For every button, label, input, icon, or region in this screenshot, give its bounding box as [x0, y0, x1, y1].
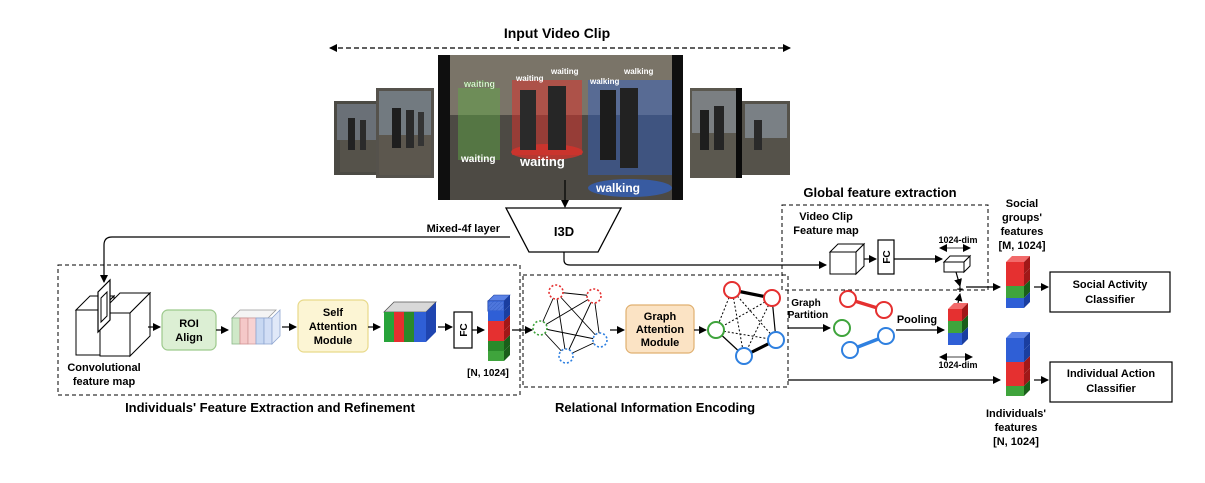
global-dim-label: 1024-dim [938, 235, 977, 245]
graph-attention-block [625, 304, 695, 354]
pooling-label: Pooling [897, 314, 937, 326]
individual-feature-label: features [995, 422, 1038, 434]
individuals-feature-stack [1006, 332, 1030, 396]
frame-label: walking [595, 181, 640, 195]
gam-label: Graph [644, 311, 677, 323]
relational-section-title: Relational Information Encoding [555, 400, 755, 415]
frame-label: walking [623, 67, 653, 76]
individual-classifier-label: Individual Action [1067, 368, 1155, 380]
frame-label: walking [589, 77, 619, 86]
video-frame-left-2 [376, 88, 434, 178]
attention-graph [707, 281, 785, 365]
input-graph [532, 284, 608, 364]
video-frame-right-2 [742, 101, 790, 175]
frame-label: waiting [550, 67, 579, 76]
social-feature-label: groups' [1002, 212, 1042, 224]
video-clip-feature-map-icon [828, 242, 866, 276]
individual-classifier-label: Classifier [1086, 383, 1136, 395]
social-classifier-label: Classifier [1085, 294, 1135, 306]
individual-dim-label: [N, 1024] [467, 368, 509, 379]
pooled-feature-stack [948, 303, 968, 345]
individual-feature-label: Individuals' [986, 408, 1046, 420]
partition-label: Graph [791, 298, 820, 309]
self-attention-block [297, 299, 369, 353]
global-fc-label: FC [882, 250, 893, 263]
social-activity-classifier [1049, 271, 1171, 313]
conv-feature-map-icon [74, 278, 152, 358]
frame-label: waiting [515, 74, 544, 83]
individual-feature-stack [487, 294, 511, 361]
social-feature-label: [M, 1024] [998, 240, 1045, 252]
social-classifier-label: Social Activity [1073, 279, 1149, 291]
mixed-4f-label: Mixed-4f layer [427, 223, 501, 235]
partition-label: Partition [788, 310, 829, 321]
video-frame-main: waiting waiting waiting walking waiting … [438, 55, 683, 200]
social-feature-label: features [1001, 226, 1044, 238]
conv-map-label: Convolutional [67, 362, 140, 374]
individual-section-title: Individuals' Feature Extraction and Refi… [125, 400, 416, 415]
social-feature-stack [1006, 256, 1030, 308]
sam-label: Self [323, 307, 344, 319]
roi-label: Align [175, 332, 203, 344]
global-section-box [781, 204, 989, 291]
global-feature-vector [942, 254, 972, 274]
video-frame-right-1 [690, 88, 742, 178]
partitioned-groups [833, 290, 895, 359]
frame-label-red: waiting [519, 154, 565, 169]
clip-map-label: Video Clip [799, 211, 853, 223]
roi-label: ROI [179, 318, 199, 330]
frame-label: waiting [460, 154, 495, 165]
gam-label: Module [641, 337, 680, 349]
individual-feature-label: [N, 1024] [993, 436, 1039, 448]
pool-dim-label: 1024-dim [938, 360, 977, 370]
fc-block-global [877, 239, 895, 275]
input-video-title: Input Video Clip [504, 25, 610, 41]
sam-label: Attention [309, 321, 358, 333]
global-section-title: Global feature extraction [803, 185, 956, 200]
conv-map-label: feature map [73, 376, 136, 388]
gam-label: Attention [636, 324, 685, 336]
individual-action-classifier [1049, 361, 1173, 403]
roi-feature-stack [231, 309, 281, 345]
roi-align-block [161, 309, 217, 351]
i3d-label: I3D [554, 224, 574, 239]
clip-map-label: Feature map [793, 225, 859, 237]
frame-label: waiting [463, 79, 495, 89]
sam-label: Module [314, 335, 353, 347]
fc-label: FC [459, 323, 470, 336]
social-feature-label: Social [1006, 198, 1038, 210]
video-frame-left-1 [334, 101, 382, 175]
refined-feature-stack [383, 301, 437, 342]
i3d-block [504, 207, 623, 253]
plus-sign: + [957, 284, 963, 296]
